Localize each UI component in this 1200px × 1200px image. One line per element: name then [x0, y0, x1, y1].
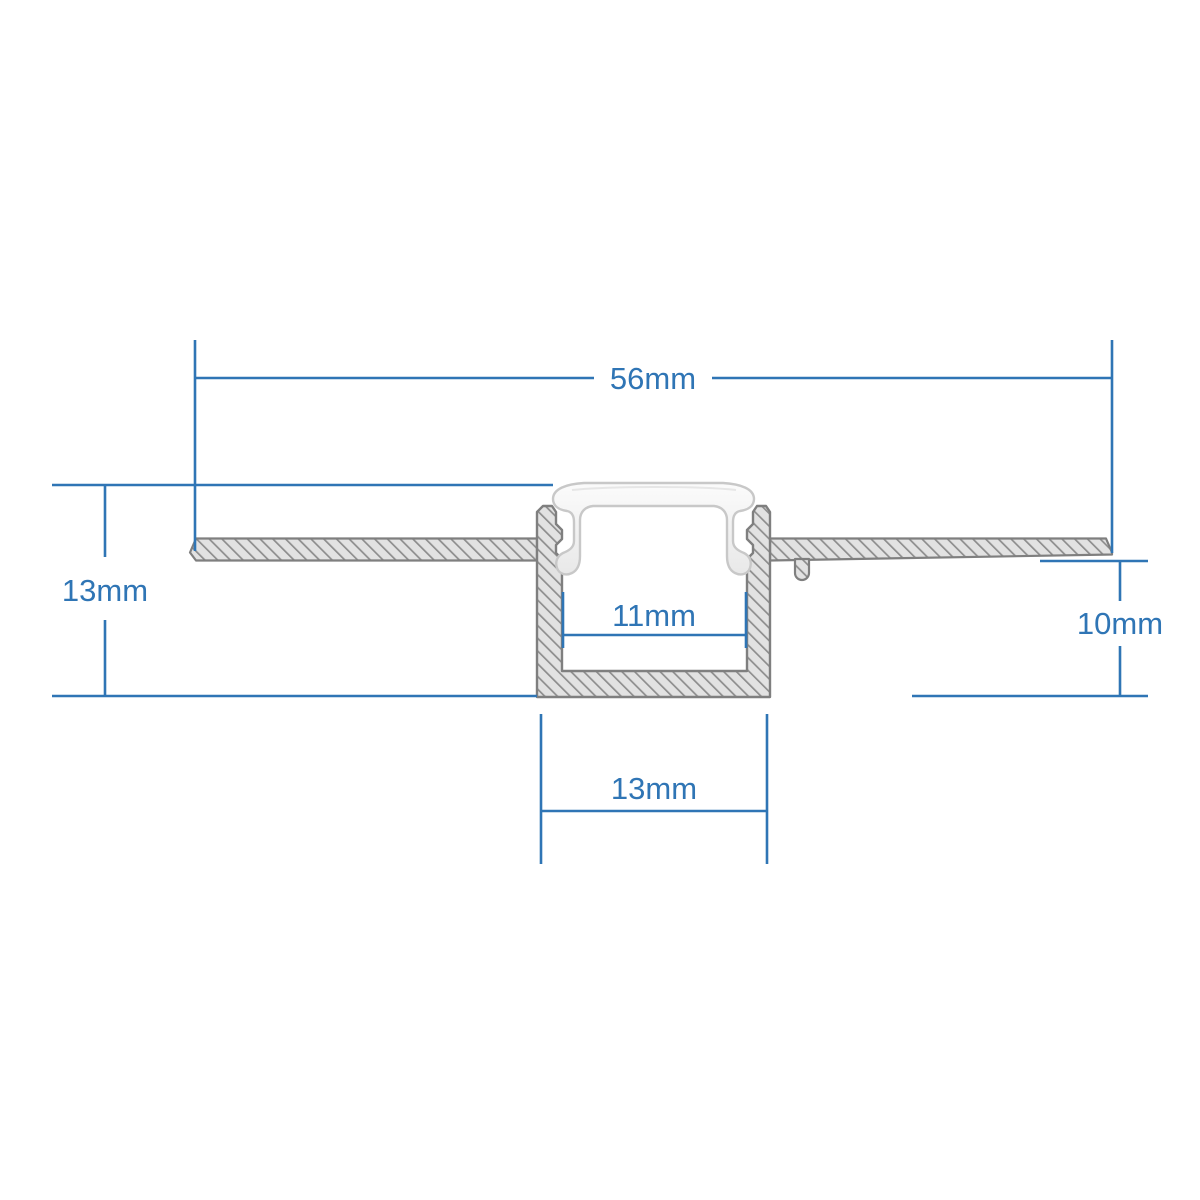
dimension-label-13mm-height: 13mm	[62, 573, 148, 608]
diffuser-cover-shape	[551, 481, 756, 576]
diffuser-lens-cover	[551, 481, 756, 576]
right-flange	[768, 537, 1114, 562]
diffuser-top-highlight	[571, 486, 737, 491]
dimension-overall-width	[193, 340, 1114, 553]
dimension-recess-depth	[912, 559, 1148, 698]
dimension-label-13mm-width: 13mm	[611, 771, 697, 806]
dimension-inner-width	[561, 592, 748, 648]
dimension-overall-height	[52, 483, 553, 698]
dimension-channel-width	[539, 714, 769, 864]
dimension-label-56mm: 56mm	[610, 361, 696, 396]
dimension-label-10mm: 10mm	[1077, 606, 1163, 641]
aluminium-profile-body	[188, 504, 1114, 699]
dimension-label-11mm: 11mm	[612, 598, 696, 633]
right-flange-nub	[793, 557, 811, 582]
left-flange	[188, 537, 539, 562]
